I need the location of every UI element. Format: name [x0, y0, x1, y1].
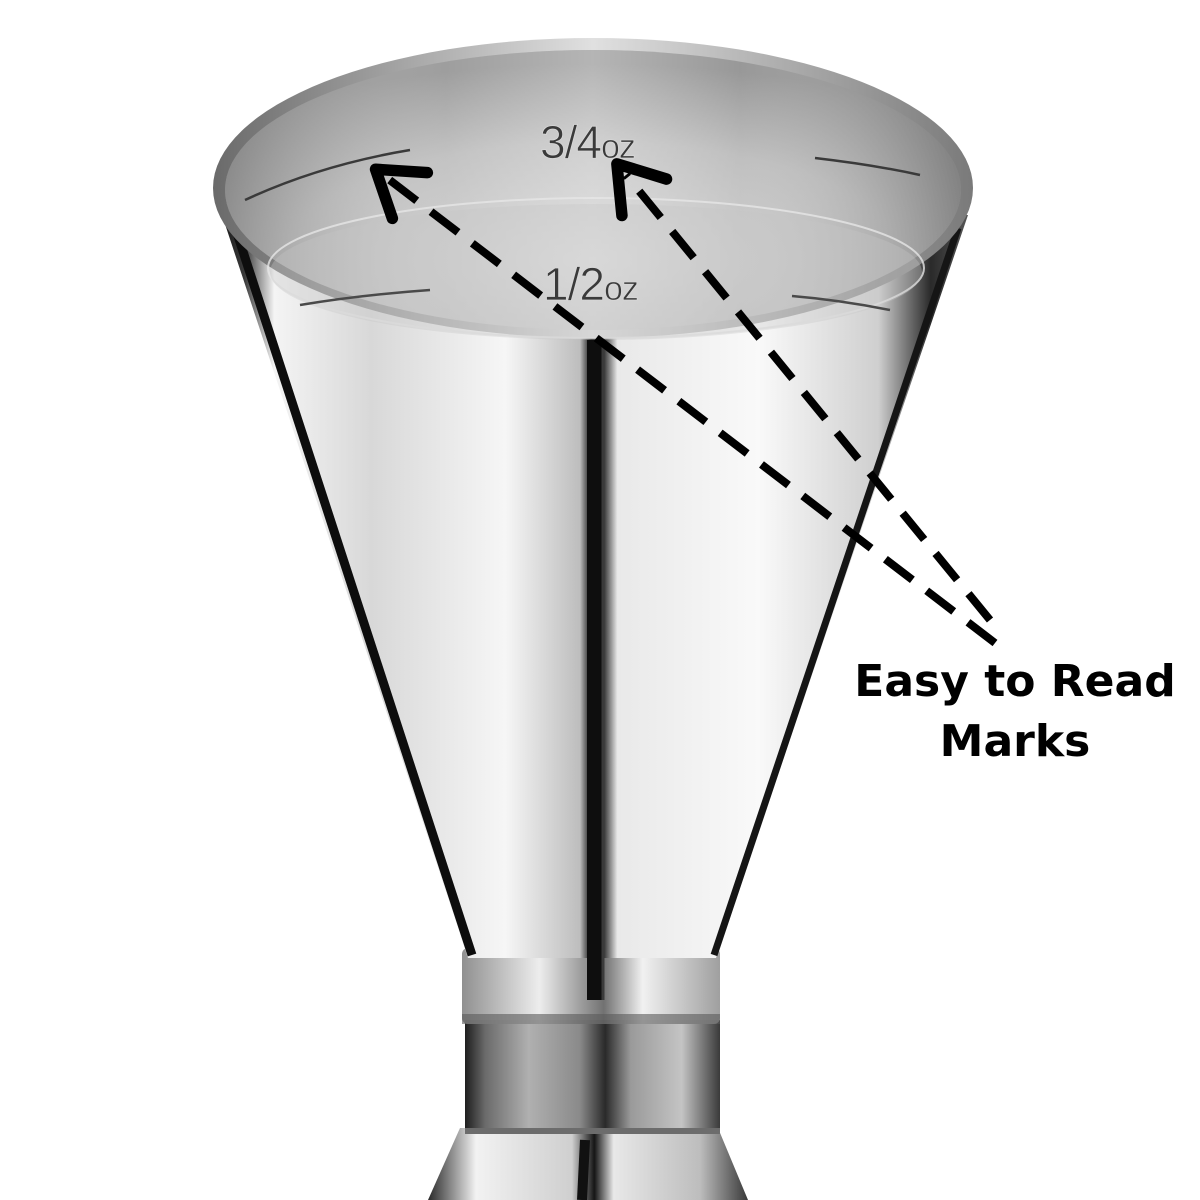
metal-band	[465, 1020, 720, 1132]
callout-text: Easy to Read Marks	[830, 652, 1200, 772]
callout-line-2: Marks	[939, 716, 1091, 767]
callout-arrow-left	[369, 163, 998, 647]
callout-line-1: Easy to Read	[854, 656, 1176, 707]
mark-line-upper-left	[244, 148, 411, 202]
callout-arrow-right	[611, 158, 994, 623]
mark-line-lower-right	[791, 294, 891, 312]
mark-label-lower: 1/2oz	[543, 258, 638, 310]
mark-label-upper: 3/4oz	[540, 116, 635, 168]
mark-line-lower-left	[299, 288, 431, 307]
mark-line-upper-right	[814, 156, 921, 177]
